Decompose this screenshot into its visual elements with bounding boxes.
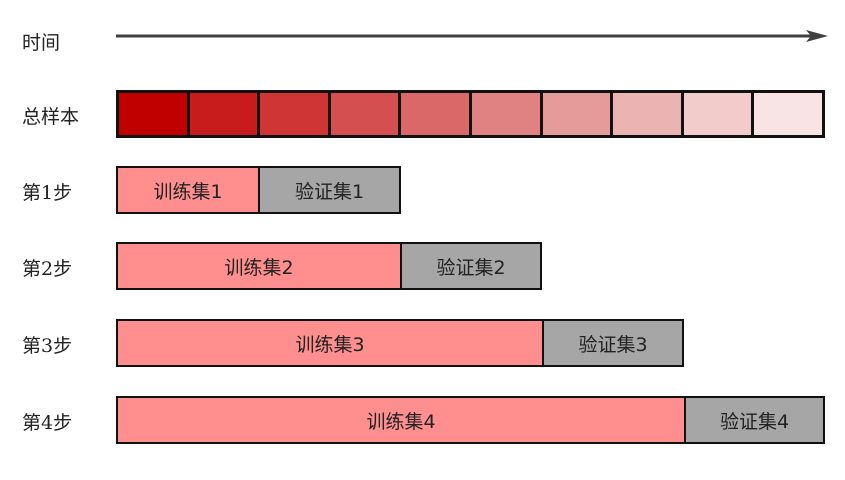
sample-cell bbox=[754, 93, 822, 135]
total-samples-bar bbox=[116, 90, 825, 138]
step-1-label: 第1步 bbox=[22, 182, 73, 204]
step-1-bar: 训练集1 验证集1 bbox=[116, 166, 401, 214]
step-3-bar: 训练集3 验证集3 bbox=[116, 319, 684, 367]
sample-cell bbox=[613, 93, 684, 135]
train-set-3: 训练集3 bbox=[118, 321, 544, 365]
train-set-1: 训练集1 bbox=[118, 168, 260, 212]
step-4-label: 第4步 bbox=[22, 412, 73, 434]
sample-cell bbox=[683, 93, 755, 135]
total-samples-label: 总样本 bbox=[22, 106, 80, 128]
sample-cell bbox=[189, 93, 261, 135]
train-set-4: 训练集4 bbox=[118, 398, 686, 442]
time-label: 时间 bbox=[22, 32, 61, 54]
validation-set-4: 验证集4 bbox=[686, 398, 823, 442]
sample-cell bbox=[330, 93, 402, 135]
step-2-label: 第2步 bbox=[22, 258, 73, 280]
validation-set-2: 验证集2 bbox=[402, 244, 540, 288]
sample-cell bbox=[119, 93, 190, 135]
validation-set-3: 验证集3 bbox=[544, 321, 682, 365]
sample-cell bbox=[260, 93, 331, 135]
validation-set-1: 验证集1 bbox=[260, 168, 399, 212]
train-set-2: 训练集2 bbox=[118, 244, 402, 288]
sample-cell bbox=[401, 93, 472, 135]
time-arrow-icon bbox=[116, 30, 828, 42]
step-3-label: 第3步 bbox=[22, 335, 73, 357]
sample-cell bbox=[471, 93, 543, 135]
step-2-bar: 训练集2 验证集2 bbox=[116, 242, 542, 290]
step-4-bar: 训练集4 验证集4 bbox=[116, 396, 825, 444]
sample-cell bbox=[542, 93, 614, 135]
